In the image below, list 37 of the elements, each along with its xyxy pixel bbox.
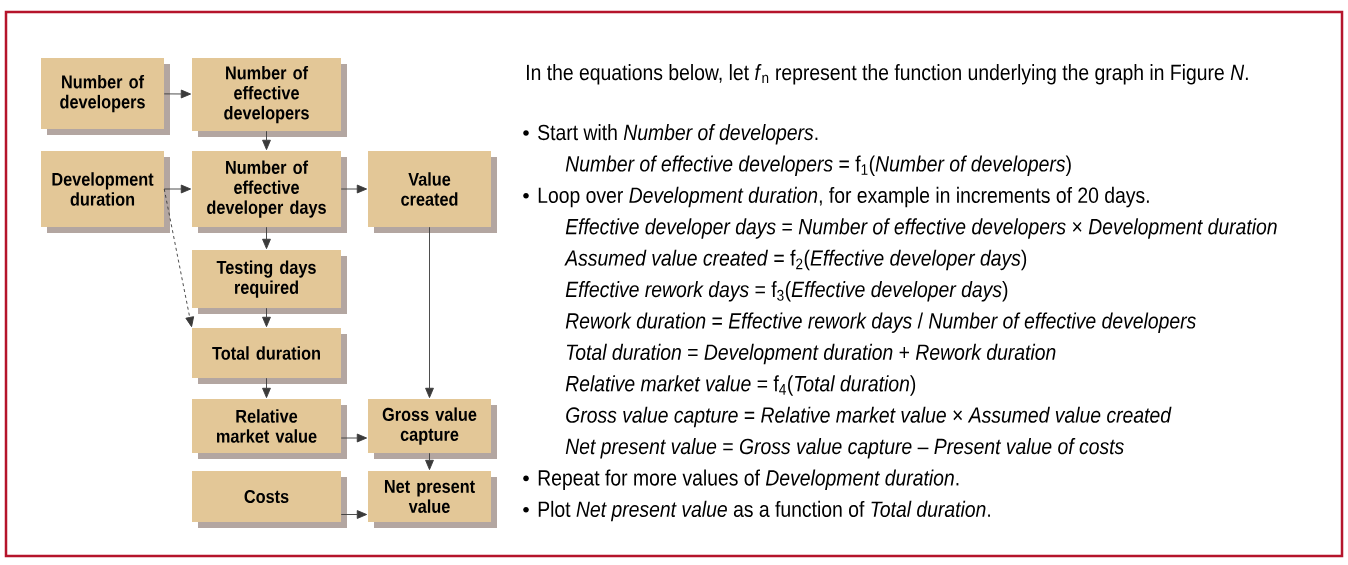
process-box: Value created — [368, 151, 497, 233]
equation-text: In the equations below, let f$_{n}$ represent the function underlying the graph in Figure N. — [527, 64, 1248, 85]
equation-text: Total duration = Development duration + Rework duration — [566, 343, 1056, 365]
equation-text: Net present value = Gross value capture – Present value of costs — [565, 438, 1124, 459]
equation-text: Assumed value created = f$_{2}$(Effective developer days) — [564, 249, 1027, 271]
equation-text: Repeat for more values of Development duration. — [538, 469, 959, 490]
arrow — [262, 130, 271, 151]
equation-text: Effective developer days = Number of effective developers × Development duration — [565, 218, 1277, 239]
process-box: Number of developers — [41, 58, 170, 135]
process-box: Number of effective developers — [192, 58, 347, 137]
arrow — [340, 433, 368, 443]
equation-text: Loop over Development duration, for example in increments of 20 days. — [538, 186, 1149, 208]
equation-text: Rework duration = Effective rework days / Number of effective developers — [565, 312, 1196, 333]
process-box: Number of effective developer days — [192, 151, 347, 233]
arrow — [425, 452, 434, 471]
process-box: Costs — [192, 471, 347, 528]
process-box: Testing days required — [192, 250, 347, 314]
equation-text: Start with Number of developers. — [538, 124, 818, 145]
arrow — [340, 184, 368, 194]
process-box: Total duration — [192, 328, 347, 384]
process-box: Relative market value — [192, 399, 347, 459]
equation-text: Gross value capture = Relative market value × Assumed value created — [566, 406, 1172, 428]
equation-text: Effective rework days = f$_{3}$(Effective developer days) — [565, 281, 1008, 302]
arrow — [163, 188, 195, 328]
arrow — [163, 89, 192, 99]
arrow — [163, 184, 192, 194]
process-box: Gross value capture — [368, 399, 497, 459]
equation-text: Number of effective developers = f$_{1}$(Number of developers) — [565, 155, 1071, 176]
arrow — [262, 226, 271, 250]
arrow — [262, 377, 271, 399]
arrow — [340, 510, 368, 519]
equation-text: Plot Net present value as a function of Total duration. — [538, 500, 990, 522]
process-box: Net present value — [368, 471, 497, 528]
arrow — [425, 226, 434, 399]
process-box: Development duration — [41, 151, 170, 233]
equation-text: Relative market value = f$_{4}$(Total duration) — [565, 375, 916, 396]
arrow — [262, 307, 271, 328]
